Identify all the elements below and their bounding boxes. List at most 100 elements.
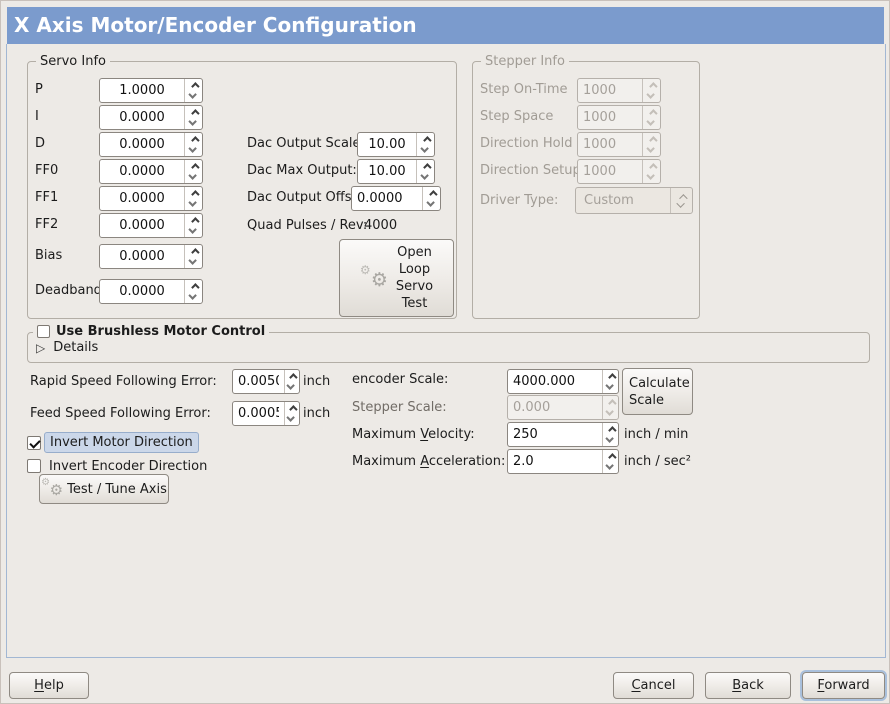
spin-down-button[interactable]	[185, 90, 202, 103]
direction-hold-label: Direction Hold	[480, 136, 573, 151]
spin-down-button[interactable]	[185, 198, 202, 211]
dac-output-offset-input[interactable]	[352, 187, 422, 210]
stepper-info-frame-title: Stepper Info	[481, 54, 569, 69]
dac-max-output-buttons	[416, 160, 434, 183]
spin-down-button[interactable]	[603, 381, 618, 394]
servo-input-deadband[interactable]	[100, 280, 184, 303]
invert-encoder-checkbox[interactable]	[27, 459, 41, 473]
direction-hold-spin	[577, 132, 661, 157]
spin-up-button[interactable]	[185, 245, 202, 257]
spin-up-button[interactable]	[185, 214, 202, 226]
use-brushless-checkbox[interactable]	[37, 325, 50, 338]
servo-input-ff2[interactable]	[100, 214, 184, 237]
spin-up-button[interactable]	[185, 160, 202, 172]
spin-up-button[interactable]	[185, 133, 202, 145]
chevron-down-icon	[604, 434, 614, 444]
spin-down-button[interactable]	[285, 381, 299, 394]
dac-output-offset-label: Dac Output Offset:	[247, 190, 369, 205]
chevron-down-icon	[187, 291, 197, 301]
servo-spin-bias-buttons	[184, 245, 202, 268]
servo-input-d[interactable]	[100, 133, 184, 156]
servo-info-frame-title: Servo Info	[36, 54, 110, 69]
spin-down-button[interactable]	[185, 117, 202, 130]
feed-following-error-buttons	[284, 402, 299, 425]
spin-down-button[interactable]	[185, 144, 202, 157]
rapid-following-error-unit: inch	[303, 374, 331, 389]
step-space-spin	[577, 105, 661, 130]
servo-input-ff0[interactable]	[100, 160, 184, 183]
help-button[interactable]: Help	[9, 672, 89, 699]
feed-following-error-input[interactable]	[233, 402, 284, 425]
page-title: X Axis Motor/Encoder Configuration	[7, 7, 884, 44]
test-tune-axis-button[interactable]: ⚙ ⚙ Test / Tune Axis	[39, 474, 169, 504]
maximum-acceleration-unit: inch / sec²	[624, 454, 692, 469]
spin-up-button	[603, 396, 618, 408]
dac-output-scale-input[interactable]	[358, 133, 416, 156]
spin-down-button[interactable]	[603, 461, 618, 474]
cancel-button[interactable]: Cancel	[613, 672, 694, 699]
direction-hold-input	[578, 133, 642, 156]
use-brushless-label: Use Brushless Motor Control	[56, 324, 266, 339]
spin-down-button[interactable]	[417, 144, 434, 157]
forward-button[interactable]: Forward	[802, 672, 885, 699]
spin-up-button[interactable]	[185, 106, 202, 118]
spin-up-button[interactable]	[417, 160, 434, 172]
servo-spin-i-buttons	[184, 106, 202, 129]
servo-spin-p	[99, 78, 203, 103]
chevron-down-icon	[286, 413, 295, 423]
calculate-scale-button[interactable]: Calculate Scale	[622, 368, 693, 415]
stepper-scale-spin	[507, 395, 619, 420]
spin-up-button	[643, 160, 660, 172]
servo-input-i[interactable]	[100, 106, 184, 129]
servo-input-p[interactable]	[100, 79, 184, 102]
rapid-following-error-input[interactable]	[233, 370, 284, 393]
spin-up-button[interactable]	[285, 402, 299, 414]
spin-down-button[interactable]	[423, 198, 440, 211]
dac-max-output-input[interactable]	[358, 160, 416, 183]
servo-spin-p-buttons	[184, 79, 202, 102]
spin-up-button[interactable]	[603, 370, 618, 382]
spin-up-button[interactable]	[185, 280, 202, 292]
feed-following-error-unit: inch	[303, 406, 331, 421]
spin-up-button[interactable]	[185, 79, 202, 91]
spin-up-button[interactable]	[185, 187, 202, 199]
details-label: Details	[53, 340, 99, 355]
quad-pulses-value: 4000	[364, 218, 398, 233]
combo-arrows	[670, 188, 692, 213]
gears-icon: ⚙ ⚙	[359, 263, 388, 291]
open-loop-servo-test-button[interactable]: ⚙ ⚙ Open Loop Servo Test	[339, 239, 454, 317]
brushless-frame-title: Use Brushless Motor Control	[33, 324, 270, 339]
invert-motor-label[interactable]: Invert Motor Direction	[44, 432, 199, 453]
invert-motor-checkbox[interactable]	[27, 436, 41, 450]
servo-input-ff1[interactable]	[100, 187, 184, 210]
spin-down-button[interactable]	[185, 225, 202, 238]
spin-up-button[interactable]	[603, 450, 618, 462]
spin-down-button[interactable]	[185, 291, 202, 304]
back-button[interactable]: Back	[705, 672, 791, 699]
feed-following-error-label: Feed Speed Following Error:	[30, 406, 211, 421]
maximum-acceleration-input[interactable]	[508, 450, 602, 473]
spin-up-button[interactable]	[417, 133, 434, 145]
maximum-velocity-spin	[507, 422, 619, 447]
spin-up-button[interactable]	[423, 187, 440, 199]
spin-down-button[interactable]	[285, 413, 299, 426]
test-tune-axis-label: Test / Tune Axis	[67, 481, 167, 497]
spin-up-button	[643, 133, 660, 145]
maximum-acceleration-label: Maximum Acceleration:	[352, 454, 506, 469]
spin-up-button[interactable]	[603, 423, 618, 435]
direction-setup-input	[578, 160, 642, 183]
spin-down-button[interactable]	[417, 171, 434, 184]
invert-encoder-label[interactable]: Invert Encoder Direction	[49, 459, 208, 474]
spin-up-button[interactable]	[285, 370, 299, 382]
stepper-scale-label: Stepper Scale:	[352, 400, 447, 415]
spin-down-button[interactable]	[185, 256, 202, 269]
spin-down-button[interactable]	[603, 434, 618, 447]
encoder-scale-input[interactable]	[508, 370, 602, 393]
servo-spin-bias	[99, 244, 203, 269]
servo-spin-ff0-buttons	[184, 160, 202, 183]
maximum-velocity-input[interactable]	[508, 423, 602, 446]
details-expander[interactable]: ▷ Details	[36, 340, 98, 355]
spin-down-button	[643, 90, 660, 103]
spin-down-button[interactable]	[185, 171, 202, 184]
servo-input-bias[interactable]	[100, 245, 184, 268]
